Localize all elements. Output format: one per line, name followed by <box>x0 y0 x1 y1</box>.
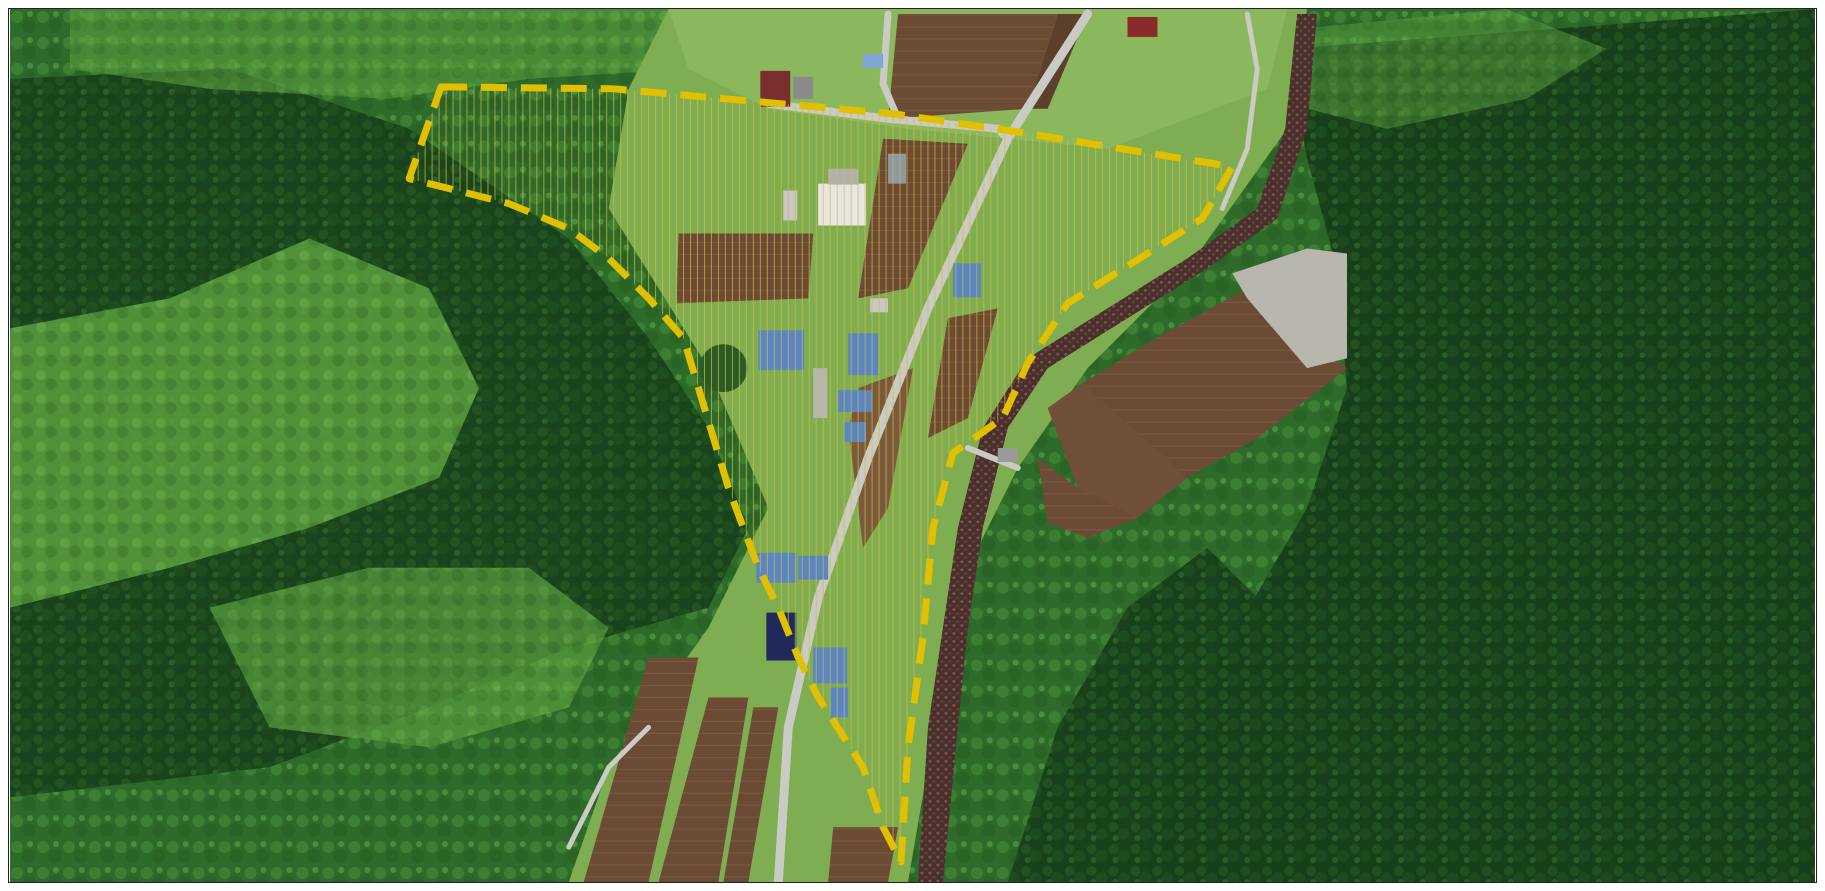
aerial-map-canvas <box>10 9 1815 882</box>
river <box>917 13 1318 882</box>
highlighted-area-outline <box>405 83 1236 866</box>
forest-east-dark <box>1157 9 1815 882</box>
forest-southwest-light <box>209 567 609 748</box>
gravel-lot <box>1232 248 1348 369</box>
highlighted-area-hatch <box>409 86 1233 863</box>
forest-ridge-light <box>1297 9 1607 129</box>
forest-west-light <box>10 238 479 608</box>
forest-southeast-dark <box>1007 547 1268 882</box>
aerial-map <box>8 8 1817 883</box>
forest-north-light <box>69 9 709 99</box>
